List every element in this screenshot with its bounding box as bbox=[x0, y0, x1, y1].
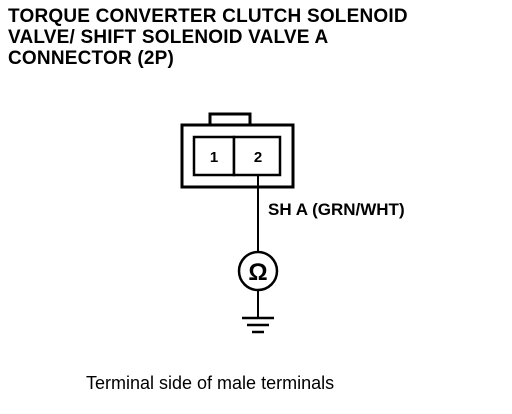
pin-cavity-2 bbox=[232, 135, 282, 177]
pin-cavity-1 bbox=[192, 135, 236, 177]
title-line-1: TORQUE CONVERTER CLUTCH SOLENOID bbox=[8, 6, 408, 27]
ohm-icon: Ω bbox=[248, 259, 267, 286]
pin-2-label: 2 bbox=[254, 149, 262, 166]
diagram-caption: Terminal side of male terminals bbox=[86, 373, 335, 393]
ground-icon bbox=[242, 316, 274, 334]
title-line-3: CONNECTOR (2P) bbox=[8, 48, 175, 69]
pin-1-label: 1 bbox=[210, 149, 218, 166]
wire-label: SH A (GRN/WHT) bbox=[268, 200, 405, 219]
diagram-title: TORQUE CONVERTER CLUTCH SOLENOID VALVE/ … bbox=[8, 6, 408, 69]
title-line-2: VALVE/ SHIFT SOLENOID VALVE A bbox=[8, 27, 329, 48]
